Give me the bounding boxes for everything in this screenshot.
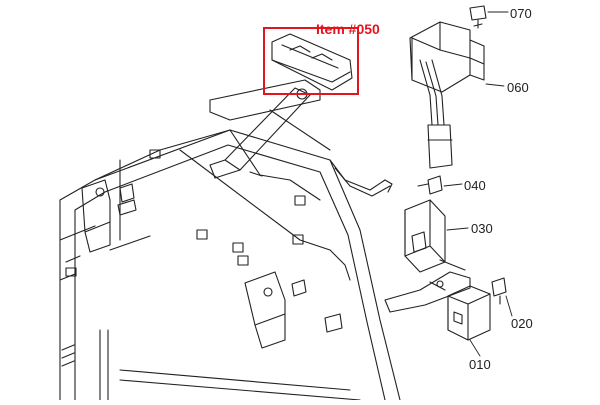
bracket-arm xyxy=(209,79,331,179)
part-label-060: 060 xyxy=(507,80,529,95)
part-070-screw xyxy=(469,5,487,29)
part-label-070: 070 xyxy=(510,6,532,21)
leader-lines xyxy=(443,11,513,357)
frame-panel xyxy=(59,129,401,401)
mount-bracket xyxy=(384,271,471,313)
part-060-regulator xyxy=(409,21,485,169)
part-label-030: 030 xyxy=(471,221,493,236)
part-040-bolt xyxy=(417,175,443,195)
callout-label: Item #050 xyxy=(316,21,380,37)
part-label-040: 040 xyxy=(464,178,486,193)
part-050-connector-block xyxy=(271,33,353,91)
highlight-box xyxy=(263,27,359,95)
part-030-module xyxy=(404,199,466,273)
part-010-relay xyxy=(447,285,491,341)
part-020-screw xyxy=(491,277,507,305)
part-label-010: 010 xyxy=(469,357,491,372)
panel-bosses xyxy=(149,149,306,266)
part-label-020: 020 xyxy=(511,316,533,331)
frame-hinges xyxy=(81,179,343,349)
wire-harness xyxy=(329,59,445,197)
